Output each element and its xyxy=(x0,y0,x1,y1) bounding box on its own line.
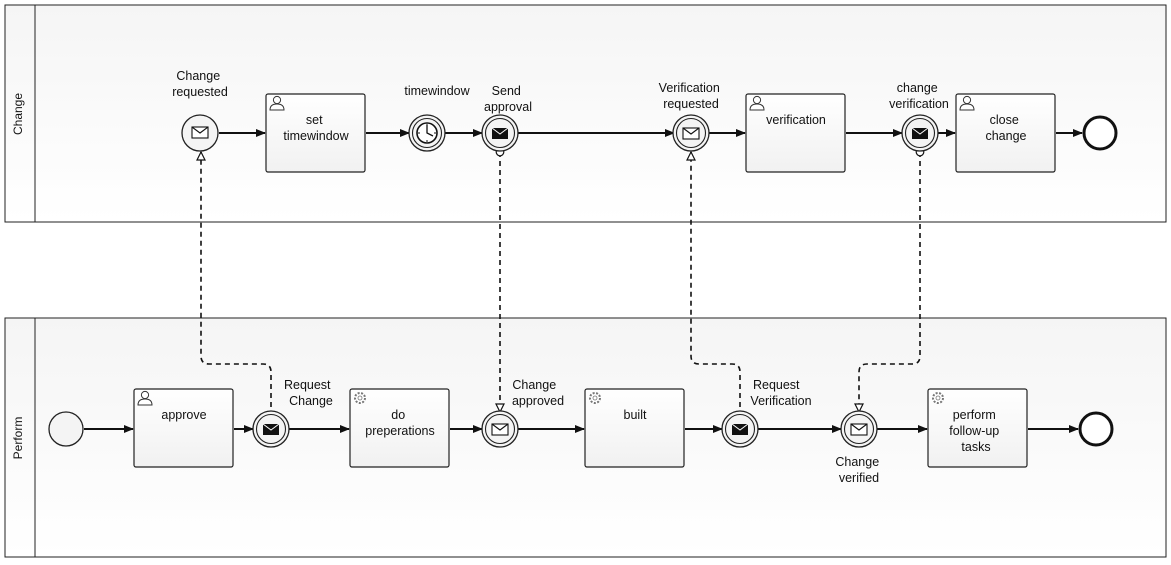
event-request-verification[interactable]: Request Verification xyxy=(721,378,812,448)
event-change-verified[interactable]: Change verified xyxy=(835,410,882,485)
task-label: verification xyxy=(766,113,826,127)
event-label: Change approved xyxy=(512,378,564,408)
message-flow-change-verification[interactable] xyxy=(859,152,920,412)
clock-icon xyxy=(416,122,438,144)
start-event-change-requested[interactable]: Change requested xyxy=(172,69,228,152)
message-flows xyxy=(201,152,920,416)
task-label: close change xyxy=(985,113,1026,143)
task-label: do preperations xyxy=(365,408,435,438)
start-event-perform[interactable] xyxy=(48,411,84,447)
user-icon xyxy=(749,95,765,111)
envelope-icon xyxy=(682,127,700,140)
message-flow-request-verification[interactable] xyxy=(691,152,740,416)
task-set-timewindow[interactable]: set timewindow xyxy=(265,93,366,173)
timer-event-timewindow[interactable]: timewindow xyxy=(404,84,471,152)
task-label: approve xyxy=(161,408,206,422)
user-icon xyxy=(959,95,975,111)
envelope-icon xyxy=(850,423,868,436)
event-label: Verification requested xyxy=(659,81,724,111)
event-label: Change verified xyxy=(835,455,882,485)
envelope-icon xyxy=(491,127,509,139)
gear-icon xyxy=(589,392,601,404)
event-label: Change requested xyxy=(172,69,228,99)
event-change-verification[interactable]: change verification xyxy=(889,81,949,152)
envelope-icon xyxy=(262,423,280,435)
message-flow-request-change[interactable] xyxy=(201,152,271,416)
task-built[interactable]: built xyxy=(584,388,685,468)
task-label: built xyxy=(624,408,647,422)
user-icon xyxy=(137,390,153,406)
envelope-icon xyxy=(731,423,749,435)
task-approve[interactable]: approve xyxy=(133,388,234,468)
lane-label-perform: Perform xyxy=(11,417,25,460)
event-verification-requested[interactable]: Verification requested xyxy=(659,81,724,152)
end-event-change[interactable] xyxy=(1082,115,1118,151)
task-verification[interactable]: verification xyxy=(745,93,846,173)
task-label: set timewindow xyxy=(283,113,349,143)
event-label: timewindow xyxy=(404,84,470,98)
envelope-icon xyxy=(491,423,509,436)
end-event-perform[interactable] xyxy=(1078,411,1114,447)
event-request-change[interactable]: Request Change xyxy=(252,378,334,448)
task-do-preperations[interactable]: do preperations xyxy=(349,388,450,468)
task-perform-follow-up-tasks[interactable]: perform follow-up tasks xyxy=(927,388,1028,468)
gear-icon xyxy=(354,392,366,404)
event-label: change verification xyxy=(889,81,949,111)
envelope-icon xyxy=(911,127,929,139)
event-send-approval[interactable]: Send approval xyxy=(481,84,532,152)
user-icon xyxy=(269,95,285,111)
gear-icon xyxy=(932,392,944,404)
event-label: Send approval xyxy=(484,84,532,114)
event-change-approved[interactable]: Change approved xyxy=(481,378,564,448)
envelope-icon xyxy=(191,126,209,139)
lane-label-change: Change xyxy=(11,93,25,135)
task-close-change[interactable]: close change xyxy=(955,93,1056,173)
event-label: Request Change xyxy=(284,378,334,408)
event-label: Request Verification xyxy=(750,378,811,408)
task-label: perform follow-up tasks xyxy=(949,408,1003,454)
